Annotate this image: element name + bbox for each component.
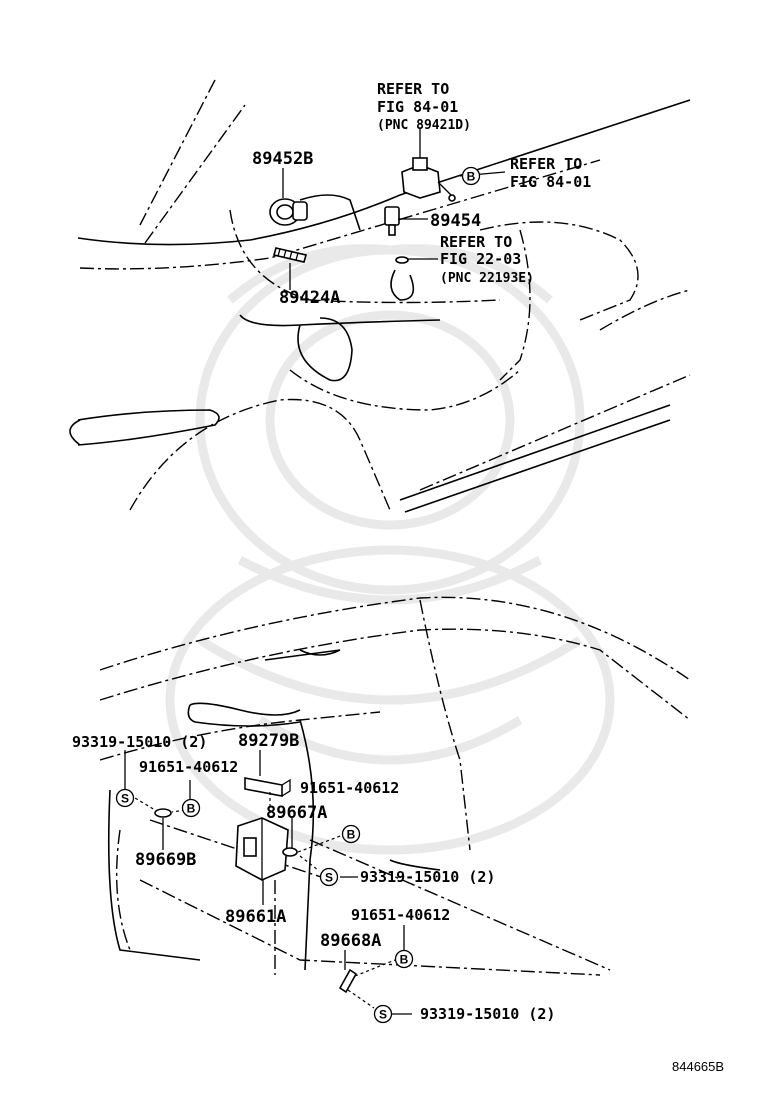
height-sensor-89421D-part bbox=[401, 157, 456, 202]
marker-s-mid: S bbox=[319, 867, 339, 887]
connector-89454-part bbox=[384, 206, 400, 236]
label-89669B: 89669B bbox=[135, 850, 196, 870]
label-clip-bottom: 91651-40612 bbox=[351, 906, 450, 924]
svg-text:B: B bbox=[187, 802, 196, 816]
label-clip-mid: 91651-40612 bbox=[300, 779, 399, 797]
label-89668A: 89668A bbox=[320, 931, 381, 951]
ref3-line3: (PNC 22193E) bbox=[440, 271, 534, 286]
label-89661A: 89661A bbox=[225, 907, 286, 927]
marker-s-left: S bbox=[115, 788, 135, 808]
ref2-line2: FIG 84-01 bbox=[510, 173, 591, 191]
clip-22193E-part bbox=[395, 256, 409, 264]
ref1-line3: (PNC 89421D) bbox=[377, 118, 471, 133]
label-89424A: 89424A bbox=[279, 288, 340, 308]
svg-text:B: B bbox=[467, 170, 476, 184]
ref1-line1: REFER TO bbox=[377, 80, 449, 98]
marker-b-mid: B bbox=[341, 824, 361, 844]
watermark-emblem bbox=[165, 244, 615, 855]
label-bolt-bottom: 93319-15010 (2) bbox=[420, 1005, 555, 1023]
leader-lines bbox=[124, 128, 506, 1015]
ref3-line2: FIG 22-03 bbox=[440, 250, 521, 268]
bracket-89668A-part bbox=[338, 968, 358, 994]
sensor-89452B-part bbox=[269, 198, 308, 226]
ecu-89661A-part bbox=[235, 817, 289, 881]
label-89454: 89454 bbox=[430, 211, 481, 231]
ecu-bracket-89279B-part bbox=[244, 777, 291, 797]
label-89452B: 89452B bbox=[252, 149, 313, 169]
label-89279B: 89279B bbox=[238, 731, 299, 751]
svg-text:S: S bbox=[325, 871, 333, 885]
label-89667A: 89667A bbox=[266, 803, 327, 823]
clip-89667A-part bbox=[282, 847, 298, 857]
svg-text:S: S bbox=[121, 792, 129, 806]
lower-body-outline bbox=[99, 596, 691, 976]
ref3-line1: REFER TO bbox=[440, 233, 512, 251]
clip-89669B-part bbox=[154, 808, 172, 818]
label-clip-left: 91651-40612 bbox=[139, 758, 238, 776]
upper-body-outline bbox=[69, 79, 691, 513]
ref2-line1: REFER TO bbox=[510, 155, 582, 173]
svg-text:B: B bbox=[347, 828, 356, 842]
svg-text:S: S bbox=[379, 1008, 387, 1022]
marker-b-left: B bbox=[181, 798, 201, 818]
bolt-89424A-part bbox=[272, 247, 308, 263]
svg-text:B: B bbox=[400, 953, 409, 967]
diagram-id: 844665B bbox=[672, 1059, 724, 1074]
marker-b-ref2: B bbox=[461, 166, 481, 186]
marker-s-bottom: S bbox=[373, 1004, 393, 1024]
ref1-line2: FIG 84-01 bbox=[377, 98, 458, 116]
label-bolt-left: 93319-15010 (2) bbox=[72, 733, 207, 751]
label-bolt-mid: 93319-15010 (2) bbox=[360, 868, 495, 886]
marker-b-bottom: B bbox=[394, 949, 414, 969]
